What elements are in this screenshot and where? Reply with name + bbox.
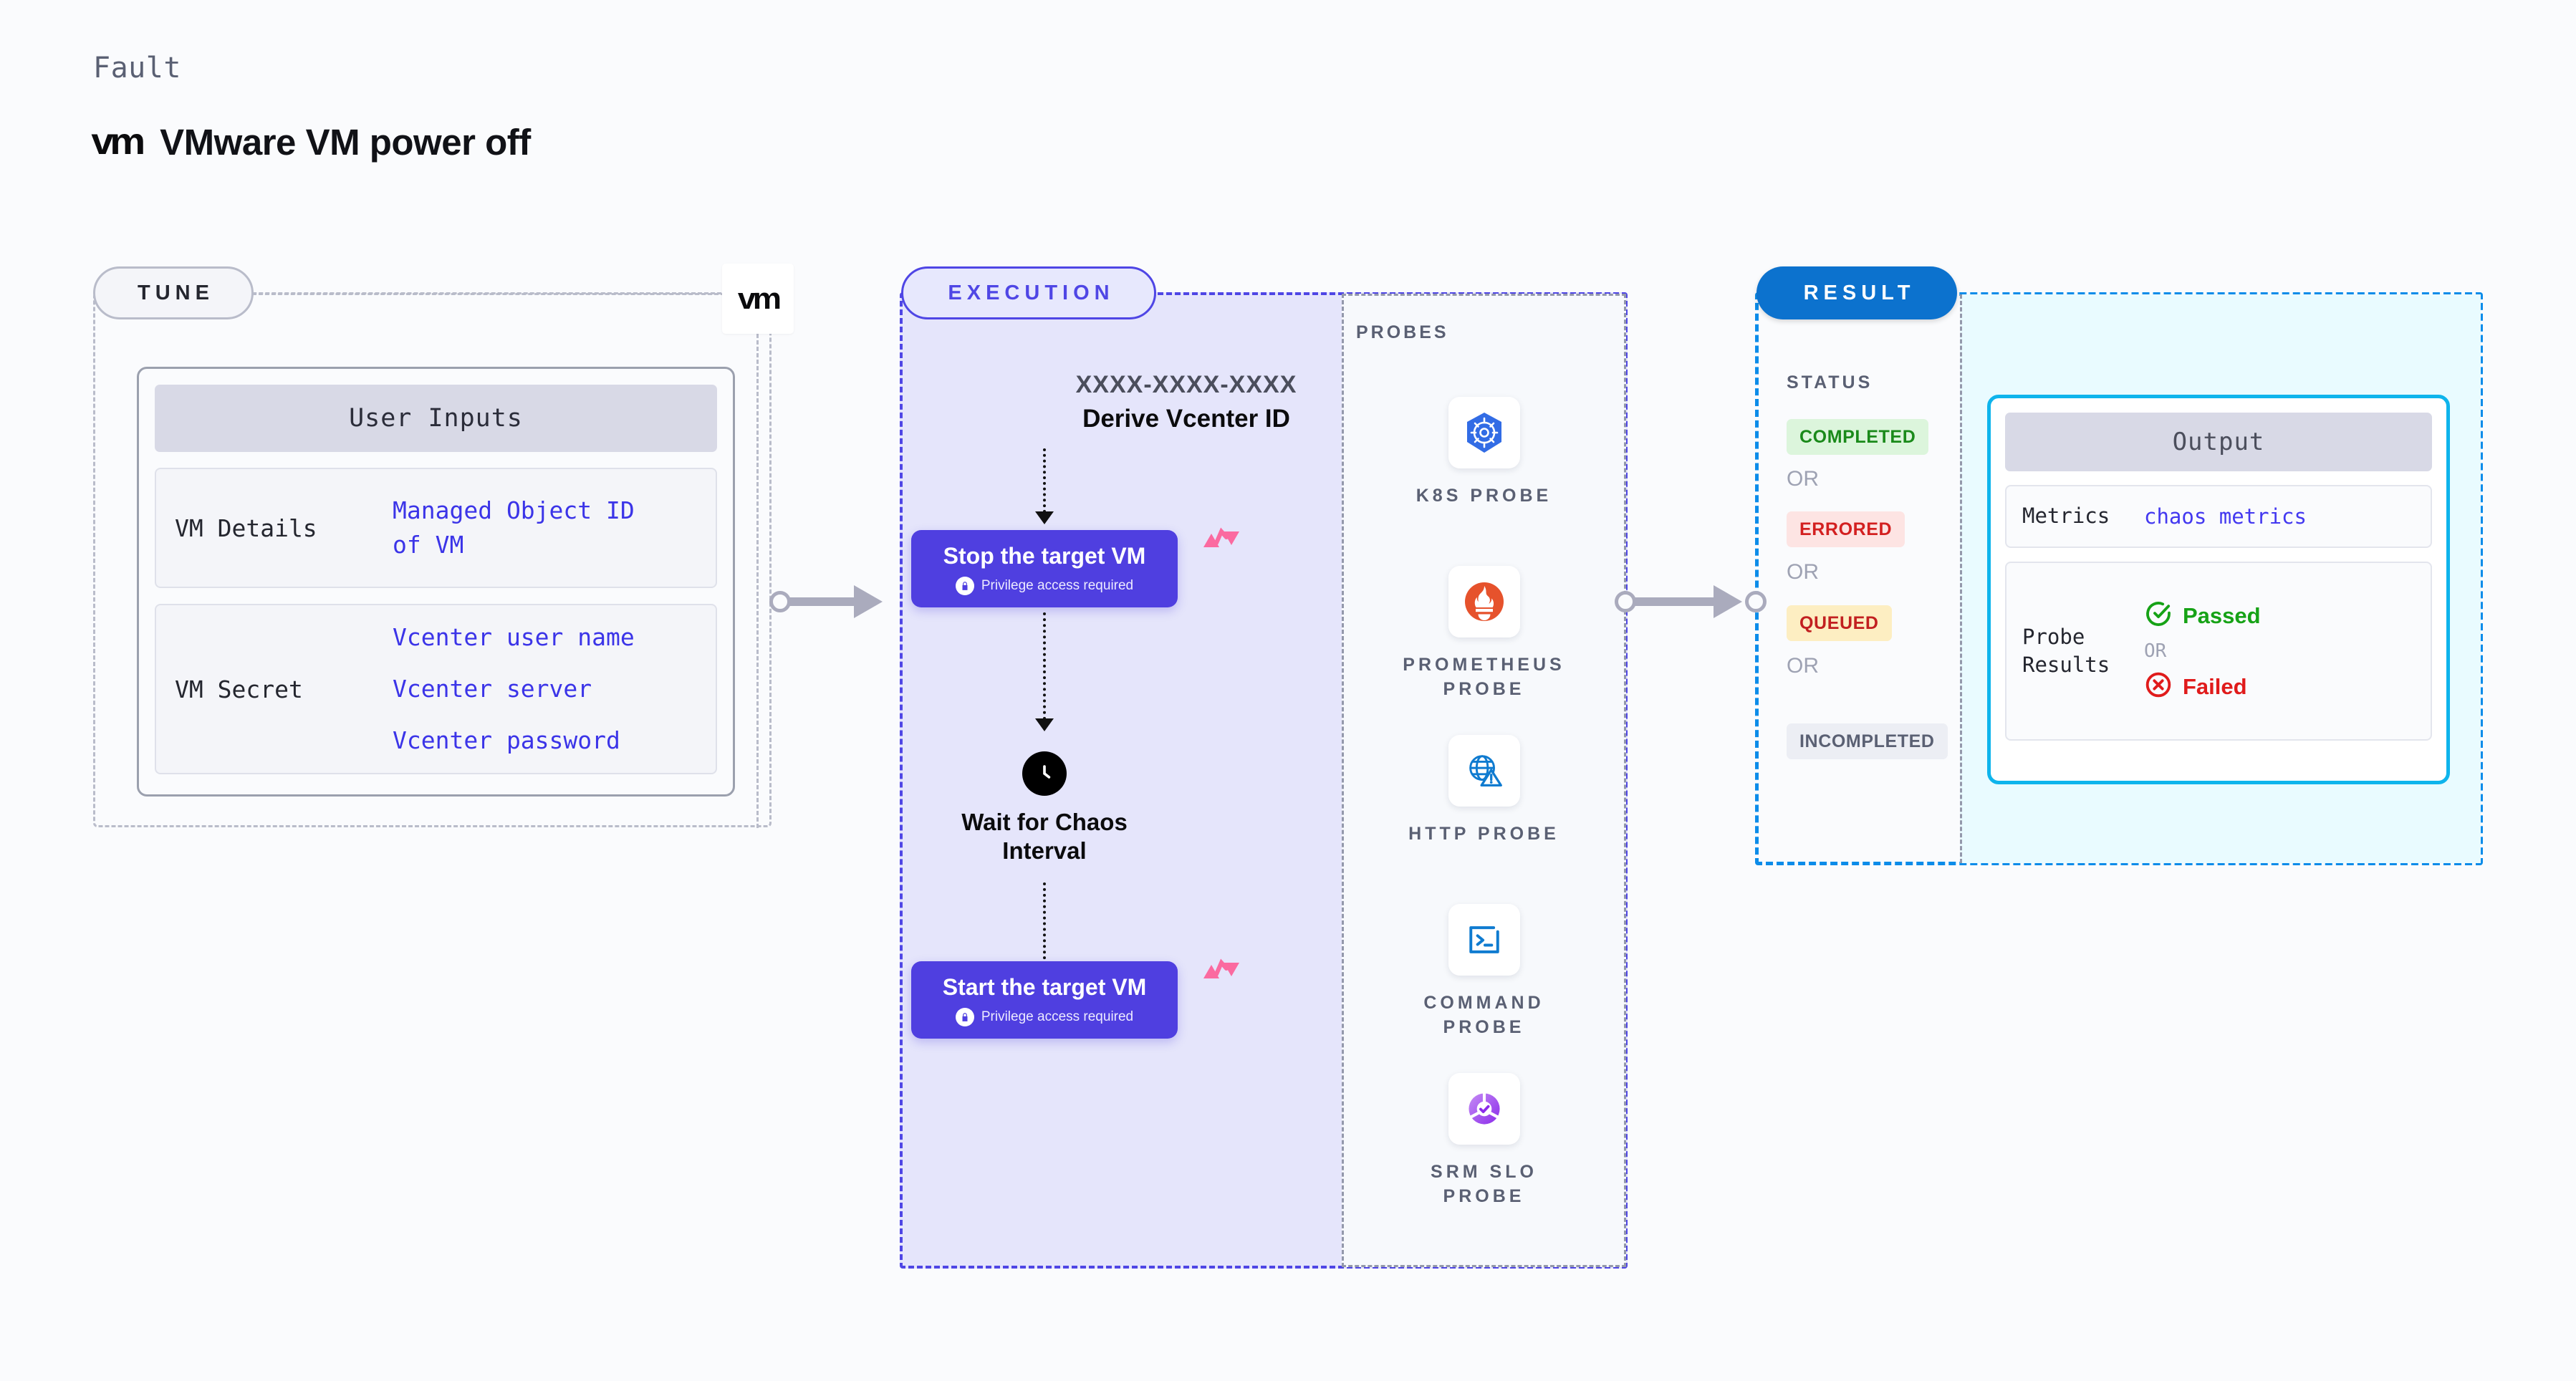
probe-result-failed: Failed (2144, 670, 2261, 703)
step-subtitle-row: Privilege access required (955, 1007, 1134, 1026)
step-title: Start the target VM (942, 973, 1147, 1000)
step-subtitle: Privilege access required (981, 577, 1134, 593)
flow-connector-2 (1043, 612, 1046, 720)
tune-value: Vcenter user name (393, 623, 635, 652)
page-eyebrow: Fault (93, 52, 181, 85)
check-circle-icon (2144, 600, 2173, 632)
vmware-badge-icon: vm (722, 264, 794, 334)
step-stop-target-vm[interactable]: Stop the target VM Privilege access requ… (911, 530, 1178, 607)
output-row-metrics: Metrics chaos metrics (2005, 485, 2432, 548)
probe-result-passed: Passed (2144, 600, 2261, 632)
result-pill[interactable]: RESULT (1756, 266, 1957, 319)
or-separator: OR (1787, 467, 1819, 491)
arrow-tune-to-execution (769, 585, 898, 618)
tune-row-vm-secret: VM Secret Vcenter user name Vcenter serv… (155, 604, 717, 774)
status-badge-incompleted: INCOMPLETED (1787, 723, 1948, 759)
probe-label: HTTP PROBE (1408, 824, 1559, 844)
tune-pill[interactable]: TUNE (93, 266, 254, 319)
flow-connector-3 (1043, 882, 1046, 993)
kubernetes-icon (1448, 397, 1520, 468)
probe-result-values: Passed OR Failed (2144, 600, 2261, 703)
probe-result-passed-label: Passed (2183, 602, 2261, 628)
status-badge-errored: ERRORED (1787, 511, 1905, 547)
or-separator: OR (1787, 654, 1819, 678)
step-start-target-vm[interactable]: Start the target VM Privilege access req… (911, 961, 1178, 1039)
arrow-start-dot (1615, 591, 1636, 612)
arrow-head (1714, 585, 1742, 618)
user-inputs-card: User Inputs VM Details Managed Object ID… (137, 367, 735, 797)
vmware-logo-icon: vm (91, 121, 145, 163)
prometheus-icon (1448, 566, 1520, 637)
tune-row-values: Managed Object ID of VM (393, 494, 635, 562)
arrow-head (854, 585, 883, 618)
tune-value: of VM (393, 531, 464, 559)
flow-connector-1 (1043, 448, 1046, 513)
tune-row-key: VM Details (175, 514, 317, 542)
tune-row-key: VM Secret (175, 675, 303, 703)
tune-row-values: Vcenter user name Vcenter server Vcenter… (393, 620, 635, 758)
derive-vcenter-id-label: Derive Vcenter ID (1082, 405, 1290, 433)
derive-vcenter-id-value: XXXX-XXXX-XXXX (1075, 371, 1297, 398)
or-separator: OR (2144, 640, 2167, 662)
or-separator: OR (1787, 560, 1819, 584)
command-terminal-icon (1448, 904, 1520, 976)
arrow-start-dot (769, 591, 791, 612)
vmware-badge-glyph: vm (737, 282, 782, 315)
tune-value: Vcenter server (393, 675, 592, 703)
step-title: Stop the target VM (943, 542, 1146, 569)
output-row-value: chaos metrics (2144, 504, 2307, 529)
tune-connector-horizontal (252, 293, 725, 295)
srm-slo-icon (1448, 1073, 1520, 1145)
step-subtitle: Privilege access required (981, 1009, 1134, 1024)
status-badge-queued: QUEUED (1787, 605, 1892, 641)
arrow-end-dot (1745, 591, 1767, 612)
tune-connector-vertical (756, 334, 759, 828)
page-title-row: vm VMware VM power off (91, 120, 531, 163)
flow-arrowhead-1 (1035, 511, 1054, 524)
http-globe-warning-icon (1448, 735, 1520, 807)
tune-value: Managed Object ID (393, 496, 635, 525)
probe-item-http[interactable]: HTTP PROBE (1342, 735, 1626, 847)
flow-arrowhead-2 (1035, 718, 1054, 731)
lock-icon (955, 1007, 974, 1026)
tune-row-vm-details: VM Details Managed Object ID of VM (155, 468, 717, 588)
litmus-chaos-icon (1202, 521, 1241, 557)
probes-heading: PROBES (1356, 322, 1449, 342)
wait-label-line1: Wait for Chaos (961, 809, 1128, 835)
clock-icon (1022, 751, 1067, 796)
status-badge-completed: COMPLETED (1787, 419, 1929, 455)
page-title: VMware VM power off (160, 121, 531, 163)
litmus-chaos-icon (1202, 953, 1241, 988)
step-subtitle-row: Privilege access required (955, 576, 1134, 595)
probe-item-k8s[interactable]: K8S PROBE (1342, 397, 1626, 509)
arrow-execution-to-result (1615, 585, 1767, 618)
result-divider (1960, 294, 1962, 863)
arrow-line (1623, 597, 1731, 606)
execution-pill[interactable]: EXECUTION (901, 266, 1156, 319)
probe-result-failed-label: Failed (2183, 673, 2247, 699)
output-row-key: Metrics (2022, 504, 2110, 529)
output-title: Output (2005, 413, 2432, 471)
lock-icon (955, 576, 974, 595)
probe-label: K8S PROBE (1416, 486, 1552, 506)
status-heading: STATUS (1787, 372, 1873, 393)
wait-label-line2: Interval (1002, 837, 1087, 865)
wait-for-chaos-label: Wait for Chaos Interval (894, 808, 1195, 866)
arrow-line (778, 597, 871, 606)
x-circle-icon (2144, 670, 2173, 703)
tune-value: Vcenter password (393, 726, 620, 754)
user-inputs-title: User Inputs (155, 385, 717, 452)
